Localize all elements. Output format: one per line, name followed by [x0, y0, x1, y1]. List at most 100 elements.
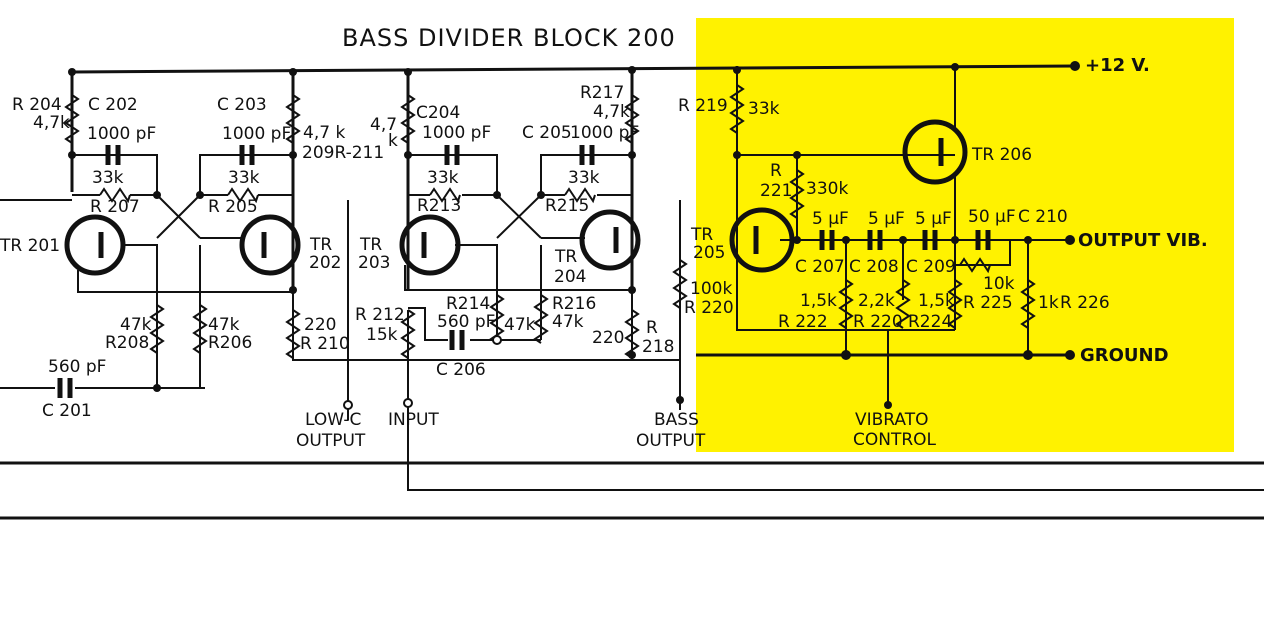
c205-name: C 205 — [522, 123, 572, 143]
r221-value: 330k — [806, 179, 848, 199]
r222-name: R 222 — [778, 312, 828, 332]
c204-name: C204 — [416, 103, 460, 123]
c206-name: C 206 — [436, 360, 486, 380]
tr203-label-a: TR — [359, 235, 382, 255]
vibrato-control-label-2: CONTROL — [853, 430, 937, 450]
capacitor-symbols — [57, 145, 991, 398]
c203-value: 1000 pF — [222, 124, 291, 144]
tr202-symbol — [239, 214, 301, 276]
r219-value: 33k — [748, 99, 780, 119]
r204-name: R 204 — [12, 95, 62, 115]
tr203-label-b: 203 — [358, 253, 390, 273]
r216-name: R216 — [552, 294, 596, 314]
output-vib-label: OUTPUT VIB. — [1078, 230, 1208, 251]
labels: +12 V. OUTPUT VIB. GROUND VIBRATO CONTRO… — [0, 55, 1208, 451]
r211-value-b: k — [388, 131, 398, 151]
c206-value: 560 pF — [437, 312, 495, 332]
r206-name: R206 — [208, 333, 252, 353]
wiring — [0, 64, 1264, 520]
tr203-symbol — [399, 214, 461, 276]
r215-value: 33k — [568, 168, 600, 188]
tr206-symbol — [902, 119, 968, 185]
tr205-symbol — [729, 207, 795, 273]
r221-name-a: R — [770, 161, 782, 181]
c202-value: 1000 pF — [87, 124, 156, 144]
c210-value: 50 µF — [968, 207, 1016, 227]
r226-value: 1k — [1038, 293, 1059, 313]
r214-value: 47k — [504, 315, 536, 335]
r225-value: 10k — [983, 274, 1015, 294]
r206-value: 47k — [208, 315, 240, 335]
vibrato-control-terminal — [884, 401, 892, 409]
r209-value: 4,7 k — [303, 123, 345, 143]
transistor-symbols — [64, 119, 968, 276]
vibrato-control-label-1: VIBRATO — [855, 410, 929, 430]
c201-value: 560 pF — [48, 357, 106, 377]
diagram-title: BASS DIVIDER BLOCK 200 — [342, 24, 676, 52]
supply-terminal — [1070, 61, 1080, 71]
r211-value-a: 4,7 — [370, 115, 397, 135]
r218-value: 220 — [592, 328, 624, 348]
c209-value: 5 µF — [915, 209, 952, 229]
tr204-label-a: TR — [554, 247, 577, 267]
c208-name: C 208 — [849, 257, 899, 277]
r207-value: 33k — [92, 168, 124, 188]
bass-output-label-2: OUTPUT — [636, 431, 706, 451]
r207-name: R 207 — [90, 197, 140, 217]
r217-name: R217 — [580, 83, 624, 103]
r222-value: 1,5k — [800, 291, 837, 311]
ground-label: GROUND — [1080, 345, 1169, 366]
r218-name-b: 218 — [642, 337, 674, 357]
r220-name: R 220 — [684, 298, 734, 318]
r224-value: 1,5k — [918, 291, 955, 311]
c207-value: 5 µF — [812, 209, 849, 229]
tr204-symbol — [579, 209, 641, 271]
tr202-label-a: TR — [309, 235, 332, 255]
tr201-symbol — [64, 214, 126, 276]
r212-name: R 212 — [355, 305, 405, 325]
vibrato-section-highlight — [696, 18, 1234, 452]
r225-name: R 225 — [963, 293, 1013, 313]
r218-name-a: R — [646, 318, 658, 338]
r212-value: 15k — [366, 325, 398, 345]
bass-output-label-1: BASS — [654, 410, 699, 430]
low-c-output-label-1: LOW-C — [305, 410, 361, 430]
supply-label: +12 V. — [1085, 55, 1150, 76]
r213-value: 33k — [427, 168, 459, 188]
c202-name: C 202 — [88, 95, 138, 115]
output-vib-terminal — [1065, 235, 1075, 245]
low-c-output-terminal — [343, 400, 353, 410]
junction-dots — [68, 63, 1033, 392]
r213-name: R213 — [417, 196, 461, 216]
input-label: INPUT — [388, 410, 439, 430]
tr205-label-a: TR — [690, 225, 713, 245]
r224-name: R224 — [908, 312, 952, 332]
resistor-symbols — [64, 84, 1036, 359]
r223-name: R 220 — [853, 312, 903, 332]
input-terminal — [403, 398, 413, 408]
r215-name: R215 — [545, 196, 589, 216]
r208-value: 47k — [120, 315, 152, 335]
c209-name: C 209 — [906, 257, 956, 277]
c210-name: C 210 — [1018, 207, 1068, 227]
r217-value: 4,7k — [593, 102, 630, 122]
low-c-output-label-2: OUTPUT — [296, 431, 366, 451]
c205-value: 1000 pF — [570, 123, 639, 143]
tr201-label: TR 201 — [0, 236, 60, 256]
r210-value: 220 — [304, 315, 336, 335]
r214-name: R214 — [446, 294, 490, 314]
r210-name: R 210 — [300, 334, 350, 354]
r226-name: R 226 — [1060, 293, 1110, 313]
c201-name: C 201 — [42, 401, 92, 421]
r204-value: 4,7k — [33, 113, 70, 133]
c207-name: C 207 — [795, 257, 845, 277]
c208-value: 5 µF — [868, 209, 905, 229]
r205-value: 33k — [228, 168, 260, 188]
tr202-label-b: 202 — [309, 253, 341, 273]
r205-name: R 205 — [208, 197, 258, 217]
r223-value: 2,2k — [858, 291, 895, 311]
c204-value: 1000 pF — [422, 123, 491, 143]
bass-output-terminal — [676, 396, 684, 404]
r220-value: 100k — [690, 279, 732, 299]
